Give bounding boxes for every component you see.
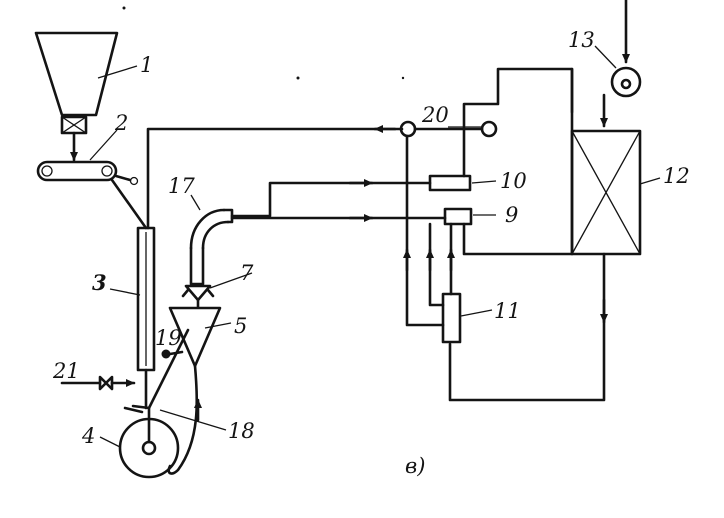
label-19: 19 bbox=[155, 326, 182, 350]
label-11: 11 bbox=[494, 299, 521, 323]
feed-tube bbox=[136, 226, 156, 372]
label-13: 13 bbox=[568, 28, 595, 52]
label-10: 10 bbox=[500, 169, 527, 193]
unit-10 bbox=[428, 174, 472, 192]
inlet-valve bbox=[60, 375, 136, 391]
label-18: 18 bbox=[228, 419, 255, 443]
label-1: 1 bbox=[140, 53, 153, 77]
label-9: 9 bbox=[505, 203, 518, 227]
caption: в) bbox=[405, 454, 425, 478]
fan-13 bbox=[610, 0, 642, 98]
fitting-7 bbox=[181, 284, 215, 309]
feed-junction-18 bbox=[123, 328, 190, 414]
label-7: 7 bbox=[240, 261, 254, 285]
hopper bbox=[34, 31, 119, 162]
label-12: 12 bbox=[663, 164, 690, 188]
label-20: 20 bbox=[421, 103, 449, 127]
mill-drum bbox=[118, 406, 180, 479]
point-19 bbox=[161, 349, 184, 359]
line-to-9 bbox=[230, 181, 432, 218]
belt-conveyor bbox=[36, 160, 148, 230]
bend-pipe bbox=[189, 208, 234, 286]
heat-exchanger bbox=[448, 93, 642, 402]
speck bbox=[296, 76, 300, 80]
leader-lines bbox=[89, 45, 661, 448]
label-21: 21 bbox=[52, 359, 80, 383]
label-2: 2 bbox=[114, 111, 128, 135]
label-4: 4 bbox=[81, 424, 95, 448]
speck bbox=[122, 6, 126, 10]
label-3: 3 bbox=[92, 270, 107, 295]
unit-9 bbox=[443, 207, 473, 226]
separator-11 bbox=[403, 134, 462, 344]
label-5: 5 bbox=[234, 314, 247, 338]
cyclone bbox=[167, 306, 222, 475]
furnace-outline bbox=[462, 67, 574, 256]
label-17: 17 bbox=[168, 174, 195, 198]
speck bbox=[401, 76, 405, 80]
recycle-line-top bbox=[146, 127, 404, 230]
